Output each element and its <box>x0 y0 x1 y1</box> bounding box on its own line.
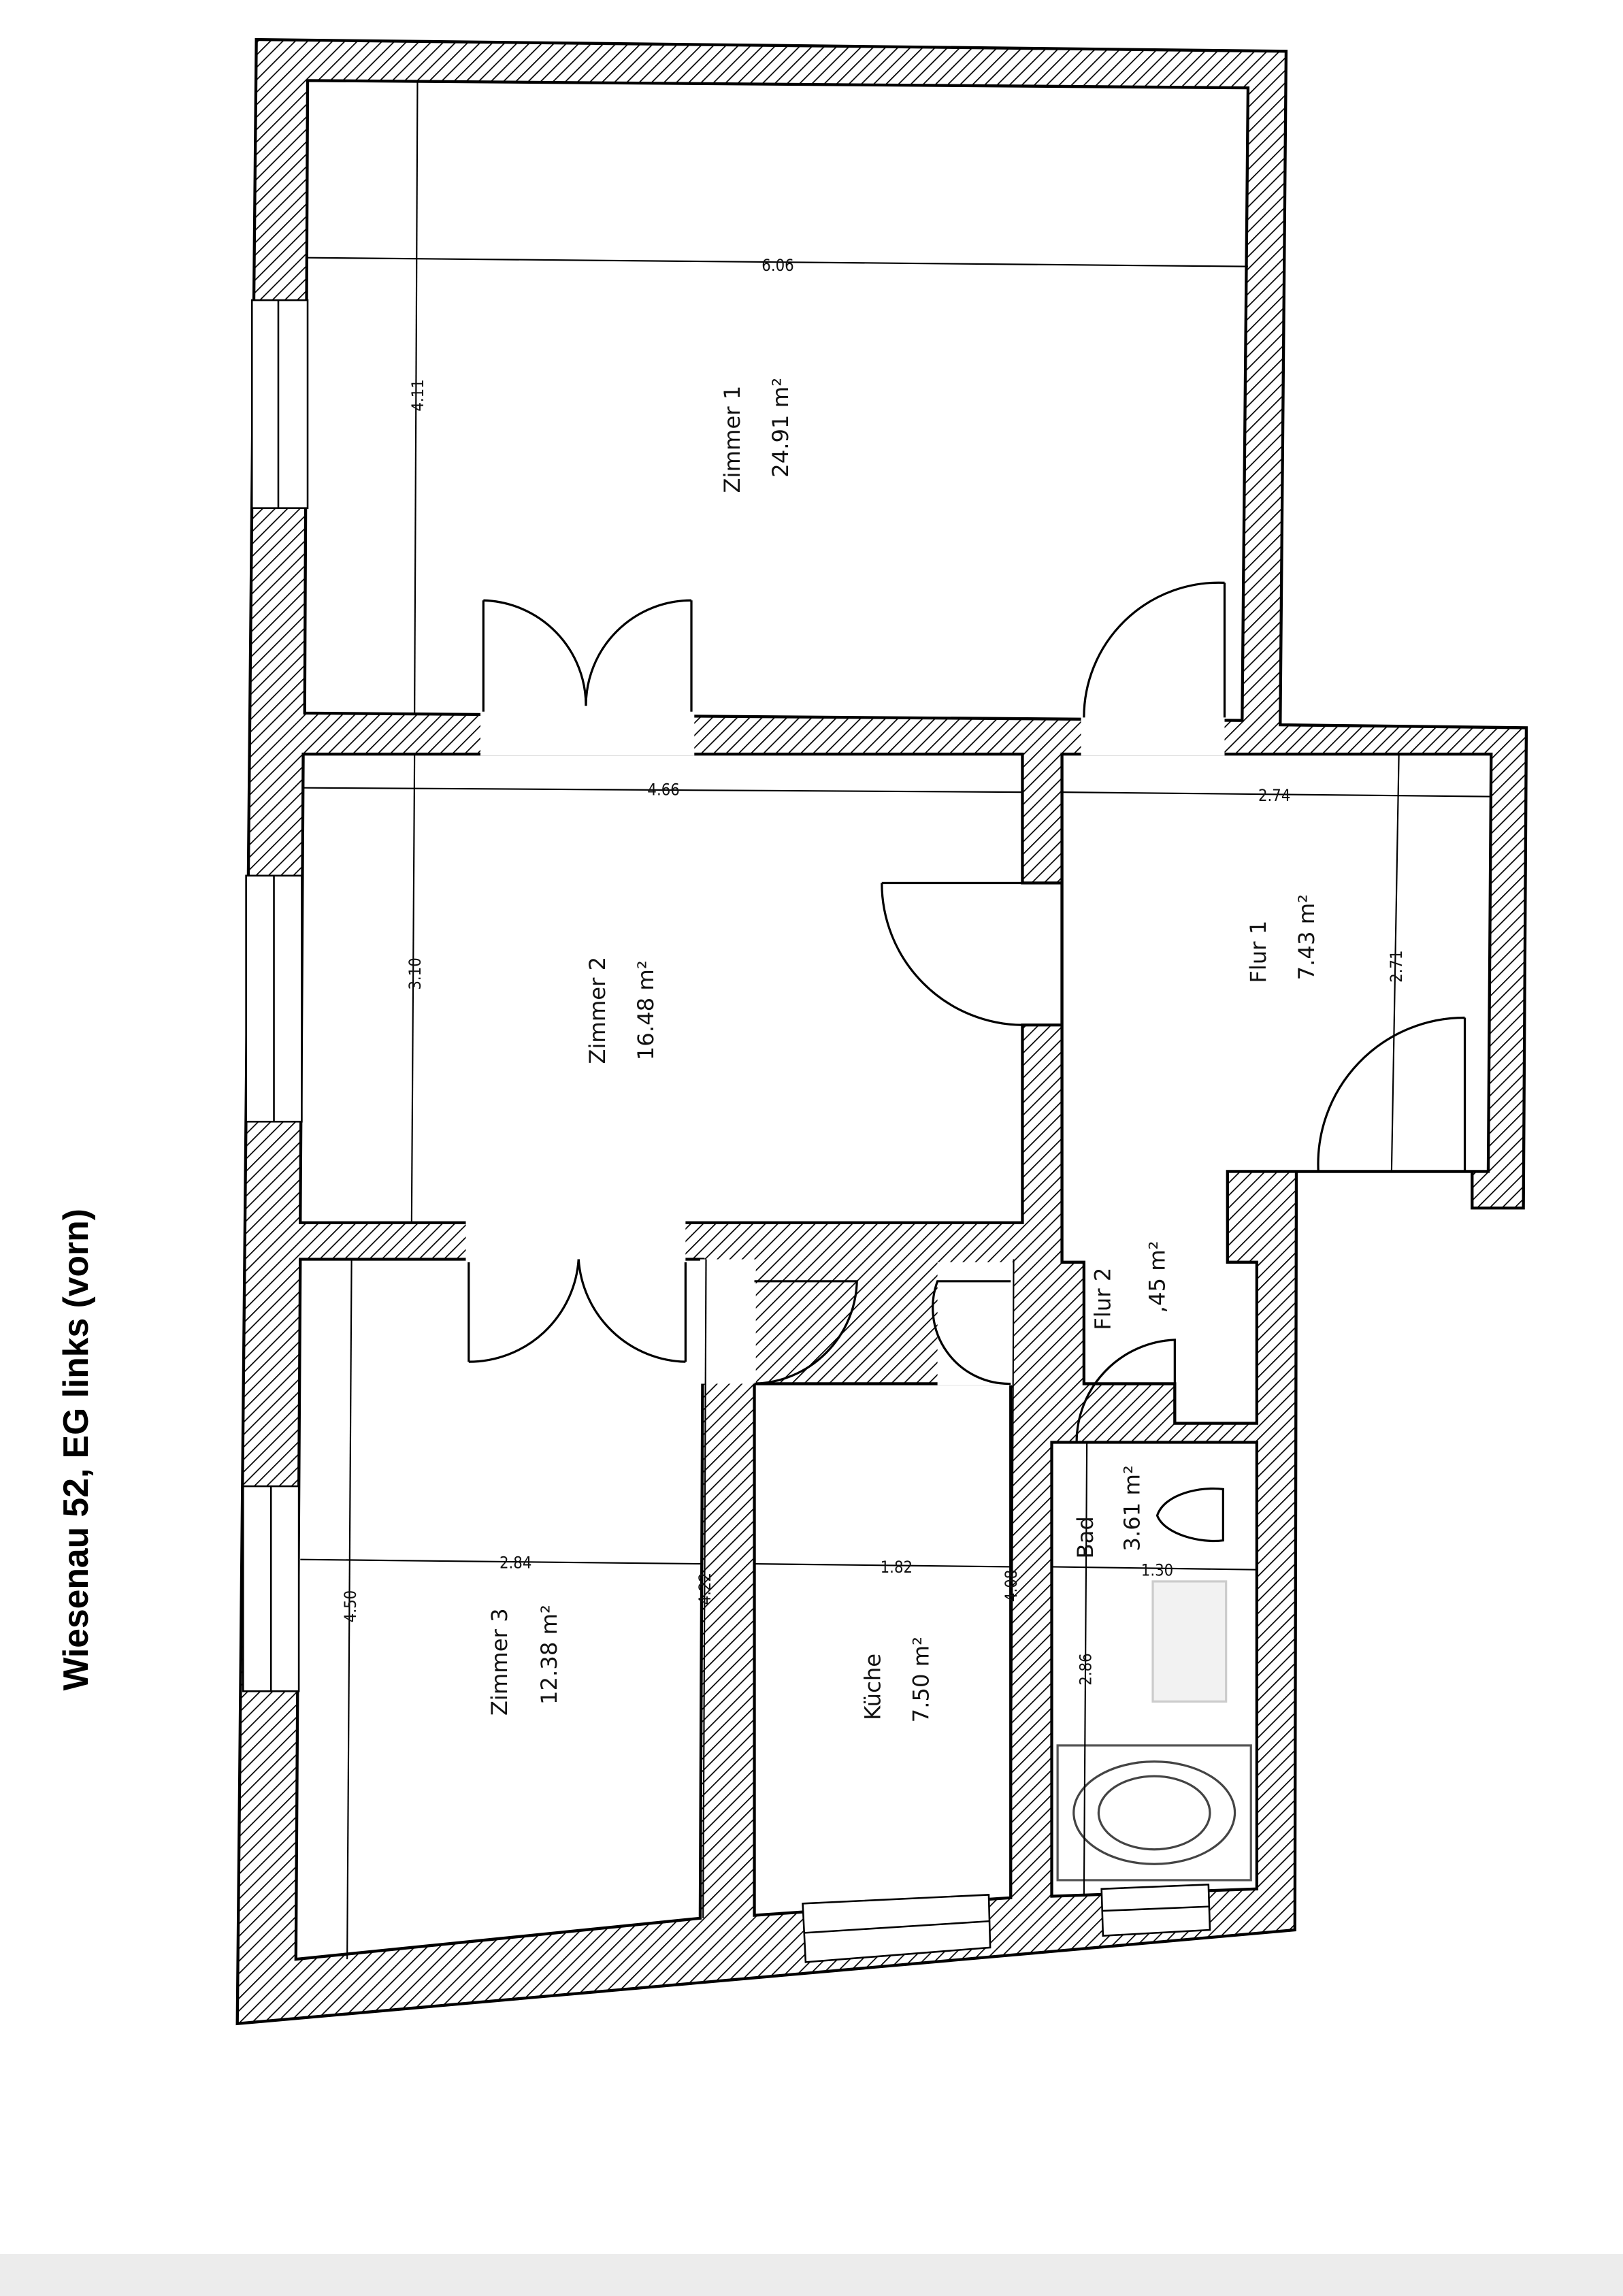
room-name-kueche: Küche <box>860 1654 886 1720</box>
room-area-zimmer-3: 12.38 m² <box>536 1605 562 1705</box>
dim-z1-depth: 4.11 <box>408 379 427 411</box>
sink-icon <box>1151 1580 1228 1703</box>
dim-z1-width: 6.06 <box>761 256 793 275</box>
room-area-zimmer-2: 16.48 m² <box>633 960 659 1060</box>
room-flur-1 <box>1060 753 1493 1425</box>
dim-z3-depth-right: 4.22 <box>695 1573 715 1605</box>
room-name-flur-2: Flur 2 <box>1090 1268 1116 1330</box>
dim-kueche-width: 1.82 <box>881 1558 913 1577</box>
toilet-icon <box>1155 1487 1224 1543</box>
dim-bad-width: 1.30 <box>1141 1560 1173 1579</box>
footer-bar <box>0 2254 1623 2296</box>
room-area-flur-1: 7.43 m² <box>1294 894 1319 980</box>
plan-title: Wiesenau 52, EG links (vorn) <box>56 1209 95 1690</box>
dim-z3-width: 2.84 <box>499 1554 531 1573</box>
dim-bad-depth: 2.86 <box>1077 1653 1096 1685</box>
windows <box>242 299 1211 1963</box>
room-name-zimmer-2: Zimmer 2 <box>585 957 610 1064</box>
dimension-lines <box>300 80 1492 1960</box>
dim-z2-depth: 3.10 <box>406 957 425 989</box>
room-area-flur-2: ,45 m² <box>1144 1241 1170 1313</box>
room-name-zimmer-3: Zimmer 3 <box>487 1608 512 1716</box>
dim-flur-depth: 2.71 <box>1387 950 1406 982</box>
bathroom-fixtures <box>1056 1442 1258 1889</box>
room-name-flur-1: Flur 1 <box>1245 921 1271 983</box>
dim-kueche-depth: 4.08 <box>1002 1570 1021 1602</box>
door-swings <box>468 581 1466 1443</box>
dim-z2-width: 4.66 <box>647 780 679 799</box>
room-name-zimmer-1: Zimmer 1 <box>719 386 745 493</box>
room-kueche <box>753 1382 1013 1917</box>
dim-z3-depth: 4.50 <box>341 1590 360 1622</box>
room-area-bad: 3.61 m² <box>1119 1465 1145 1551</box>
dim-flur-width: 2.74 <box>1258 786 1290 805</box>
room-area-zimmer-1: 24.91 m² <box>768 378 793 478</box>
room-name-bad: Bad <box>1072 1516 1098 1558</box>
room-area-kueche: 7.50 m² <box>908 1637 934 1722</box>
bathtub-icon <box>1056 1744 1252 1882</box>
